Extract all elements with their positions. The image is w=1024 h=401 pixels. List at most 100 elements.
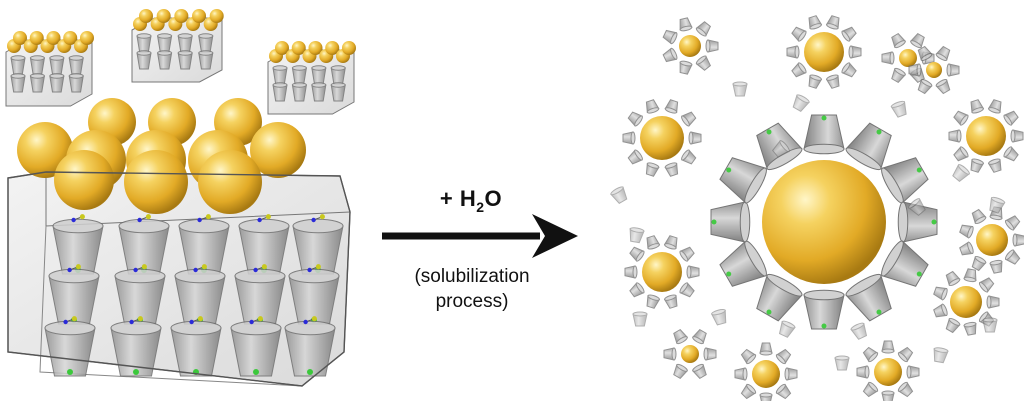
gold-nanoparticle xyxy=(752,360,780,388)
guest-molecule xyxy=(307,264,321,273)
cup-rim xyxy=(746,383,757,394)
cyclodextrin-cup xyxy=(856,365,870,379)
cup-rim xyxy=(759,350,773,356)
cup-rim xyxy=(311,82,327,88)
cup-rim xyxy=(230,320,282,336)
guest-molecule xyxy=(189,316,203,325)
cyclodextrin-cup xyxy=(784,367,798,381)
cyclodextrin-cup xyxy=(989,259,1003,274)
cup-rim xyxy=(881,390,895,396)
cyclodextrin-cup xyxy=(681,111,697,127)
cyclodextrin-cup xyxy=(890,100,907,118)
gold-nanoparticle xyxy=(250,122,306,178)
cup-rim xyxy=(971,107,984,114)
cup-rim xyxy=(803,289,845,301)
cyclodextrin-cup xyxy=(174,268,226,325)
cyclodextrin-cup xyxy=(933,286,948,301)
gold-nanoparticle xyxy=(640,116,684,160)
cup-rim xyxy=(48,268,100,284)
cyclodextrin-cup xyxy=(906,365,920,379)
gold-nanoparticle xyxy=(174,9,189,23)
cyclodextrin-cup xyxy=(953,146,969,162)
cup-rim xyxy=(959,146,969,158)
cyclodextrin-cup xyxy=(118,218,170,275)
cyclodextrin-cup xyxy=(825,74,840,89)
cup-rim xyxy=(845,147,882,171)
cup-rim xyxy=(703,347,709,361)
cup-rim xyxy=(647,243,660,250)
cup-rim xyxy=(841,62,851,74)
nitrogen-atom xyxy=(193,267,198,273)
sulfur-atom xyxy=(79,214,85,220)
gold-nanoparticle xyxy=(950,286,982,318)
chlorine-atom xyxy=(253,369,259,375)
sulfur-atom xyxy=(319,214,325,220)
cyclodextrin-cup xyxy=(946,63,960,77)
nitrogen-atom xyxy=(249,319,254,325)
cup-rim xyxy=(732,81,748,87)
cup-rim xyxy=(671,347,677,361)
cup-rim xyxy=(967,225,974,239)
cyclodextrin-cup xyxy=(945,317,961,334)
cup-rim xyxy=(629,227,645,233)
cyclodextrin-cup xyxy=(1004,215,1021,231)
cup-rim xyxy=(136,33,152,39)
sulfur-atom xyxy=(257,316,263,322)
cup-rim xyxy=(890,100,906,108)
cup-rim xyxy=(864,365,870,379)
cup-rim xyxy=(881,348,895,354)
cyclodextrin-cup xyxy=(881,51,895,65)
gold-nanoparticle xyxy=(13,31,27,45)
particle-cluster xyxy=(959,206,1024,274)
cup-rim xyxy=(178,218,230,234)
cyclodextrin-cup xyxy=(272,82,288,102)
cyclodextrin-cup xyxy=(48,268,100,325)
cyclodextrin-cup xyxy=(29,73,46,93)
cyclodextrin-cup xyxy=(881,390,895,401)
cup-rim xyxy=(695,27,707,37)
cup-rim xyxy=(330,82,346,88)
cup-rim xyxy=(834,355,850,361)
cyclodextrin-cup xyxy=(663,235,678,250)
cyclodextrin-cup xyxy=(10,73,26,93)
gold-nanoparticle xyxy=(63,31,78,45)
small-crystal-blocks xyxy=(5,9,356,115)
nitrogen-atom xyxy=(189,319,194,325)
cyclodextrin-cup xyxy=(1003,146,1019,162)
cup-rim xyxy=(610,186,624,196)
process-label-line2: process) xyxy=(435,291,509,312)
cup-rim xyxy=(1003,146,1013,158)
cyclodextrin-cup xyxy=(692,363,707,380)
cup-rim xyxy=(989,214,1003,221)
cup-rim xyxy=(198,50,214,56)
cup-rim xyxy=(957,164,970,175)
cup-rim xyxy=(850,322,865,331)
chlorine-atom xyxy=(821,323,827,329)
crystal-edge xyxy=(39,225,303,387)
cyclodextrin-cup xyxy=(627,149,643,165)
cup-rim xyxy=(630,131,636,145)
particle-cluster xyxy=(856,340,920,401)
cup-rim xyxy=(170,320,222,336)
particle-cluster xyxy=(663,328,717,380)
cyclodextrin-cup xyxy=(49,73,65,93)
cyclodextrin-cup xyxy=(948,129,962,143)
cup-rim xyxy=(906,365,912,379)
gold-nanoparticle xyxy=(156,9,171,23)
cup-rim xyxy=(956,129,962,143)
cup-rim xyxy=(1004,219,1015,231)
cyclodextrin-cup xyxy=(908,63,922,77)
cup-rim xyxy=(826,23,839,30)
cup-rim xyxy=(781,320,796,329)
cyclodextrin-cup xyxy=(288,268,340,325)
cyclodextrin-cup xyxy=(897,346,914,363)
cyclodextrin-cup xyxy=(825,15,840,30)
cyclodextrin-cup xyxy=(177,33,193,53)
cup-rim xyxy=(941,303,948,317)
cyclodextrin-cup xyxy=(177,50,193,70)
cyclodextrin-cup xyxy=(740,383,757,400)
cup-rim xyxy=(291,65,307,71)
cup-rim xyxy=(796,94,810,104)
cup-rim xyxy=(897,352,908,363)
cyclodextrin-cup xyxy=(1012,233,1024,247)
